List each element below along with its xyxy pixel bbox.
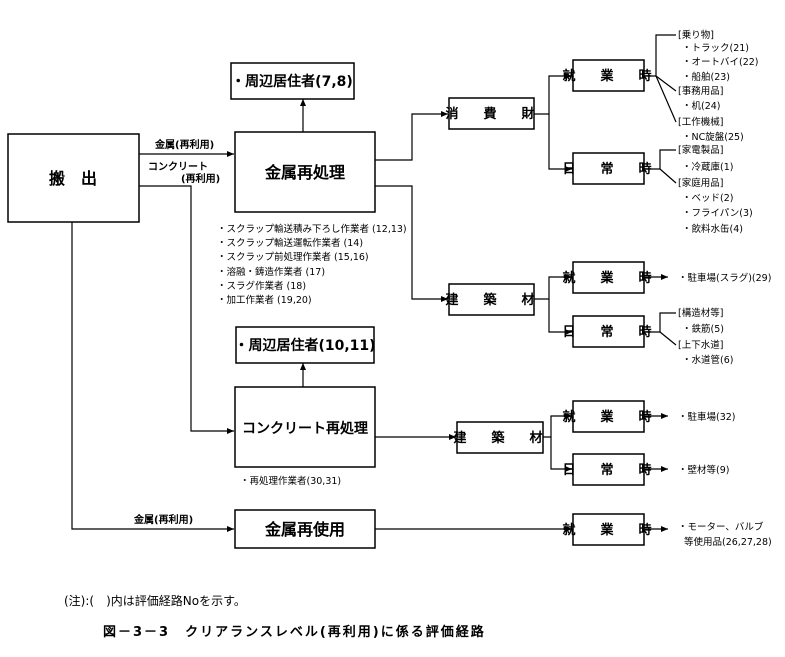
edge-building2-to-daily (550, 437, 572, 472)
box-metal-reprocessing: 金属再処理 (234, 131, 376, 213)
metal-worker-item: ・スクラップ輸送運転作業者 (14) (217, 237, 363, 249)
list-item: [家庭用品] (678, 177, 723, 189)
edge-work1-bracket-bottom (655, 75, 677, 123)
box-residents-1-label: ・周辺居住者(7,8) (231, 73, 353, 90)
concrete-worker-item: ・再処理作業者(30,31) (240, 475, 341, 487)
edge-building1-to-work (534, 274, 572, 300)
list-item: ・水道管(6) (682, 354, 733, 366)
building2-work-output: ・駐車場(32) (678, 411, 736, 423)
edge-building2-to-work (543, 413, 572, 438)
list-item: [工作機械] (678, 116, 723, 128)
list-item: ・フライパン(3) (682, 208, 753, 219)
box-concrete-reprocessing-label: コンクリート再処理 (242, 420, 368, 437)
metal-worker-item: ・スクラップ前処理作業者 (15,16) (217, 251, 369, 263)
box-daily-building-1-label: 日 常 時 (562, 324, 657, 340)
box-daily-consumer: 日 常 時 (562, 152, 657, 185)
box-residents-1: ・周辺居住者(7,8) (230, 62, 355, 100)
list-item: [事務用品] (678, 85, 723, 97)
box-hanshutsu-label: 搬 出 (49, 169, 97, 188)
box-work-consumer-label: 就 業 時 (562, 68, 657, 84)
edge-label-metal-recycle: 金属(再利用) (154, 138, 214, 151)
edge-work1-bracket-mid (655, 75, 677, 92)
box-metal-reuse-label: 金属再使用 (264, 520, 345, 539)
box-metal-reuse: 金属再使用 (234, 509, 376, 549)
box-work-building-1-label: 就 業 時 (562, 270, 657, 286)
box-building-material-2: 建 築 材 (453, 421, 548, 454)
reuse-work-output-line1: ・モーター、バルブ (678, 521, 764, 533)
edge-label-metal-reuse: 金属(再利用) (133, 513, 193, 526)
consumer-work-list: [乗り物] ・トラック(21) ・オートバイ(22) ・船舶(23) [事務用品… (678, 29, 759, 143)
box-daily-building-2: 日 常 時 (562, 453, 657, 486)
figure-caption: 図－3－3 クリアランスレベル(再利用)に係る評価経路 (103, 624, 486, 640)
footnote: (注):( )内は評価経路Noを示す。 (64, 593, 246, 608)
box-building-material-2-label: 建 築 材 (453, 430, 548, 446)
box-work-consumer: 就 業 時 (562, 59, 657, 92)
box-building-material-1: 建 築 材 (445, 283, 540, 316)
edge-consumer-to-work (534, 73, 572, 115)
edge-work1-bracket-top (644, 34, 676, 77)
box-consumer-goods-label: 消 費 財 (445, 106, 540, 122)
connectors (71, 34, 677, 532)
metal-worker-item: ・スラグ作業者 (18) (217, 280, 306, 292)
list-item: ・船舶(23) (682, 71, 730, 83)
list-item: [家電製品] (678, 144, 723, 156)
box-work-building-2: 就 業 時 (562, 400, 657, 433)
building1-daily-list: [構造材等] ・鉄筋(5) [上下水道] ・水道管(6) (678, 307, 733, 366)
box-work-building-1: 就 業 時 (562, 261, 657, 294)
box-building-material-1-label: 建 築 材 (445, 292, 540, 308)
consumer-daily-list: [家電製品] ・冷蔵庫(1) [家庭用品] ・ベッド(2) ・フライパン(3) … (678, 144, 753, 235)
list-item: ・オートバイ(22) (682, 57, 759, 68)
edge-daily-building1-bracket-top (644, 312, 676, 333)
list-item: ・冷蔵庫(1) (682, 161, 733, 173)
box-daily-building-1: 日 常 時 (562, 315, 657, 348)
box-work-building-2-label: 就 業 時 (562, 409, 657, 425)
list-item: ・ベッド(2) (682, 193, 733, 204)
edge-hanshutsu-to-concrete-reprocessing (139, 185, 234, 434)
edge-daily1-bracket-bottom (659, 168, 677, 184)
list-item: ・飲料水缶(4) (682, 223, 743, 235)
box-work-reuse-label: 就 業 時 (562, 522, 657, 538)
list-item: ・机(24) (682, 100, 721, 112)
list-item: ・トラック(21) (682, 43, 749, 54)
box-consumer-goods: 消 費 財 (445, 97, 540, 130)
list-item: ・鉄筋(5) (682, 323, 724, 335)
edge-metal-to-consumer-goods (375, 111, 448, 161)
metal-worker-item: ・溶融・鋳造作業者 (17) (217, 266, 325, 278)
box-concrete-reprocessing: コンクリート再処理 (234, 386, 376, 468)
box-daily-building-2-label: 日 常 時 (562, 462, 657, 478)
list-item: [構造材等] (678, 307, 723, 319)
list-item: [上下水道] (678, 339, 723, 351)
edge-label-concrete-line2: (再利用) (181, 172, 220, 185)
building1-work-output: ・駐車場(スラグ)(29) (678, 272, 771, 284)
metal-worker-item: ・スクラップ輸送積み下ろし作業者 (12,13) (217, 223, 407, 235)
edge-daily-building1-bracket-bottom (659, 331, 677, 346)
edge-hanshutsu-to-metal-reuse (71, 222, 234, 532)
edge-daily1-bracket-top (644, 149, 676, 170)
list-item: ・NC旋盤(25) (682, 131, 744, 143)
edge-building1-to-daily (548, 299, 572, 335)
box-residents-2-label: ・周辺居住者(10,11) (234, 337, 375, 354)
box-residents-2: ・周辺居住者(10,11) (234, 326, 376, 364)
box-hanshutsu: 搬 出 (7, 133, 140, 223)
box-metal-reprocessing-label: 金属再処理 (264, 163, 345, 182)
box-work-reuse: 就 業 時 (562, 513, 657, 546)
box-daily-consumer-label: 日 常 時 (562, 161, 657, 177)
reuse-work-output-line2: 等使用品(26,27,28) (684, 536, 772, 548)
metal-worker-list: ・スクラップ輸送積み下ろし作業者 (12,13) ・スクラップ輸送運転作業者 (… (217, 223, 407, 306)
edge-label-concrete-line1: コンクリート (148, 161, 208, 173)
metal-worker-item: ・加工作業者 (19,20) (217, 294, 312, 306)
edge-metal-to-building-material (375, 185, 448, 302)
edge-consumer-to-daily (548, 114, 572, 172)
list-item: [乗り物] (678, 29, 714, 41)
building2-daily-output: ・壁材等(9) (678, 464, 729, 476)
